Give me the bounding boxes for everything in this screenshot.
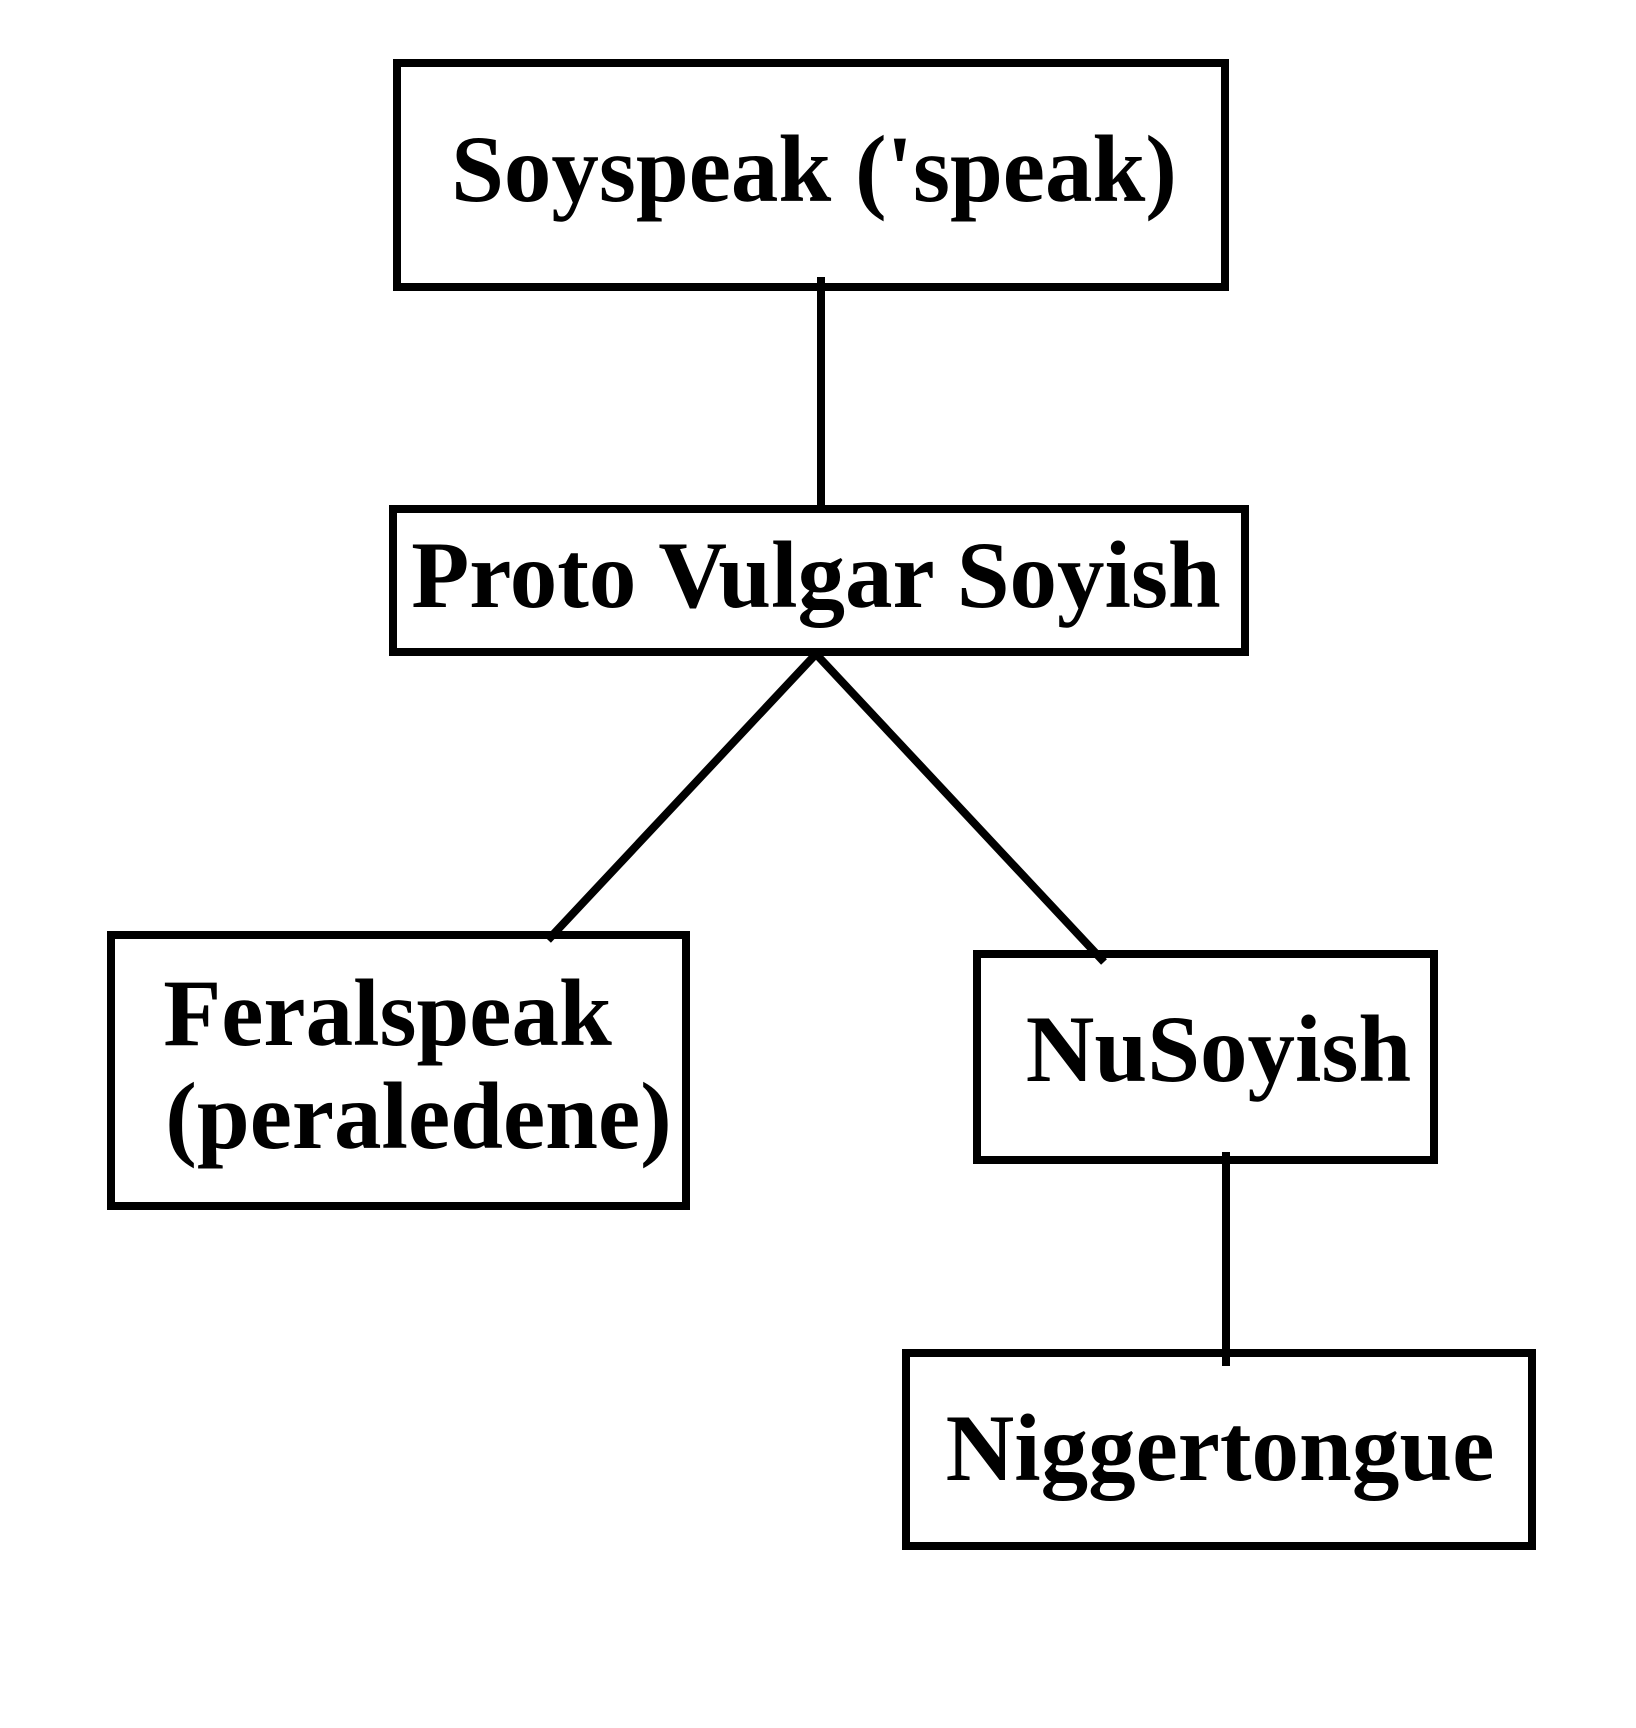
- node-nusoyish: NuSoyish: [973, 950, 1438, 1164]
- node-nusoyish-label: NuSoyish: [1025, 996, 1412, 1102]
- node-feralspeak-label-line-2: (peraledene): [165, 1062, 672, 1169]
- node-feralspeak-label-line-1: Feralspeak: [163, 959, 612, 1066]
- node-proto-vulgar-soyish-label: Proto Vulgar Soyish: [411, 521, 1221, 628]
- node-feralspeak: Feralspeak (peraledene): [107, 931, 690, 1210]
- node-proto-vulgar-soyish: Proto Vulgar Soyish: [389, 505, 1249, 656]
- node-soyspeak: Soyspeak ('speak): [393, 59, 1229, 291]
- node-niggertongue: Niggertongue: [902, 1349, 1536, 1550]
- edge-proto-nusoyish: [813, 651, 1107, 965]
- node-niggertongue-label: Niggertongue: [945, 1394, 1495, 1501]
- edge-proto-feralspeak: [545, 651, 819, 943]
- node-soyspeak-label: Soyspeak ('speak): [451, 116, 1177, 222]
